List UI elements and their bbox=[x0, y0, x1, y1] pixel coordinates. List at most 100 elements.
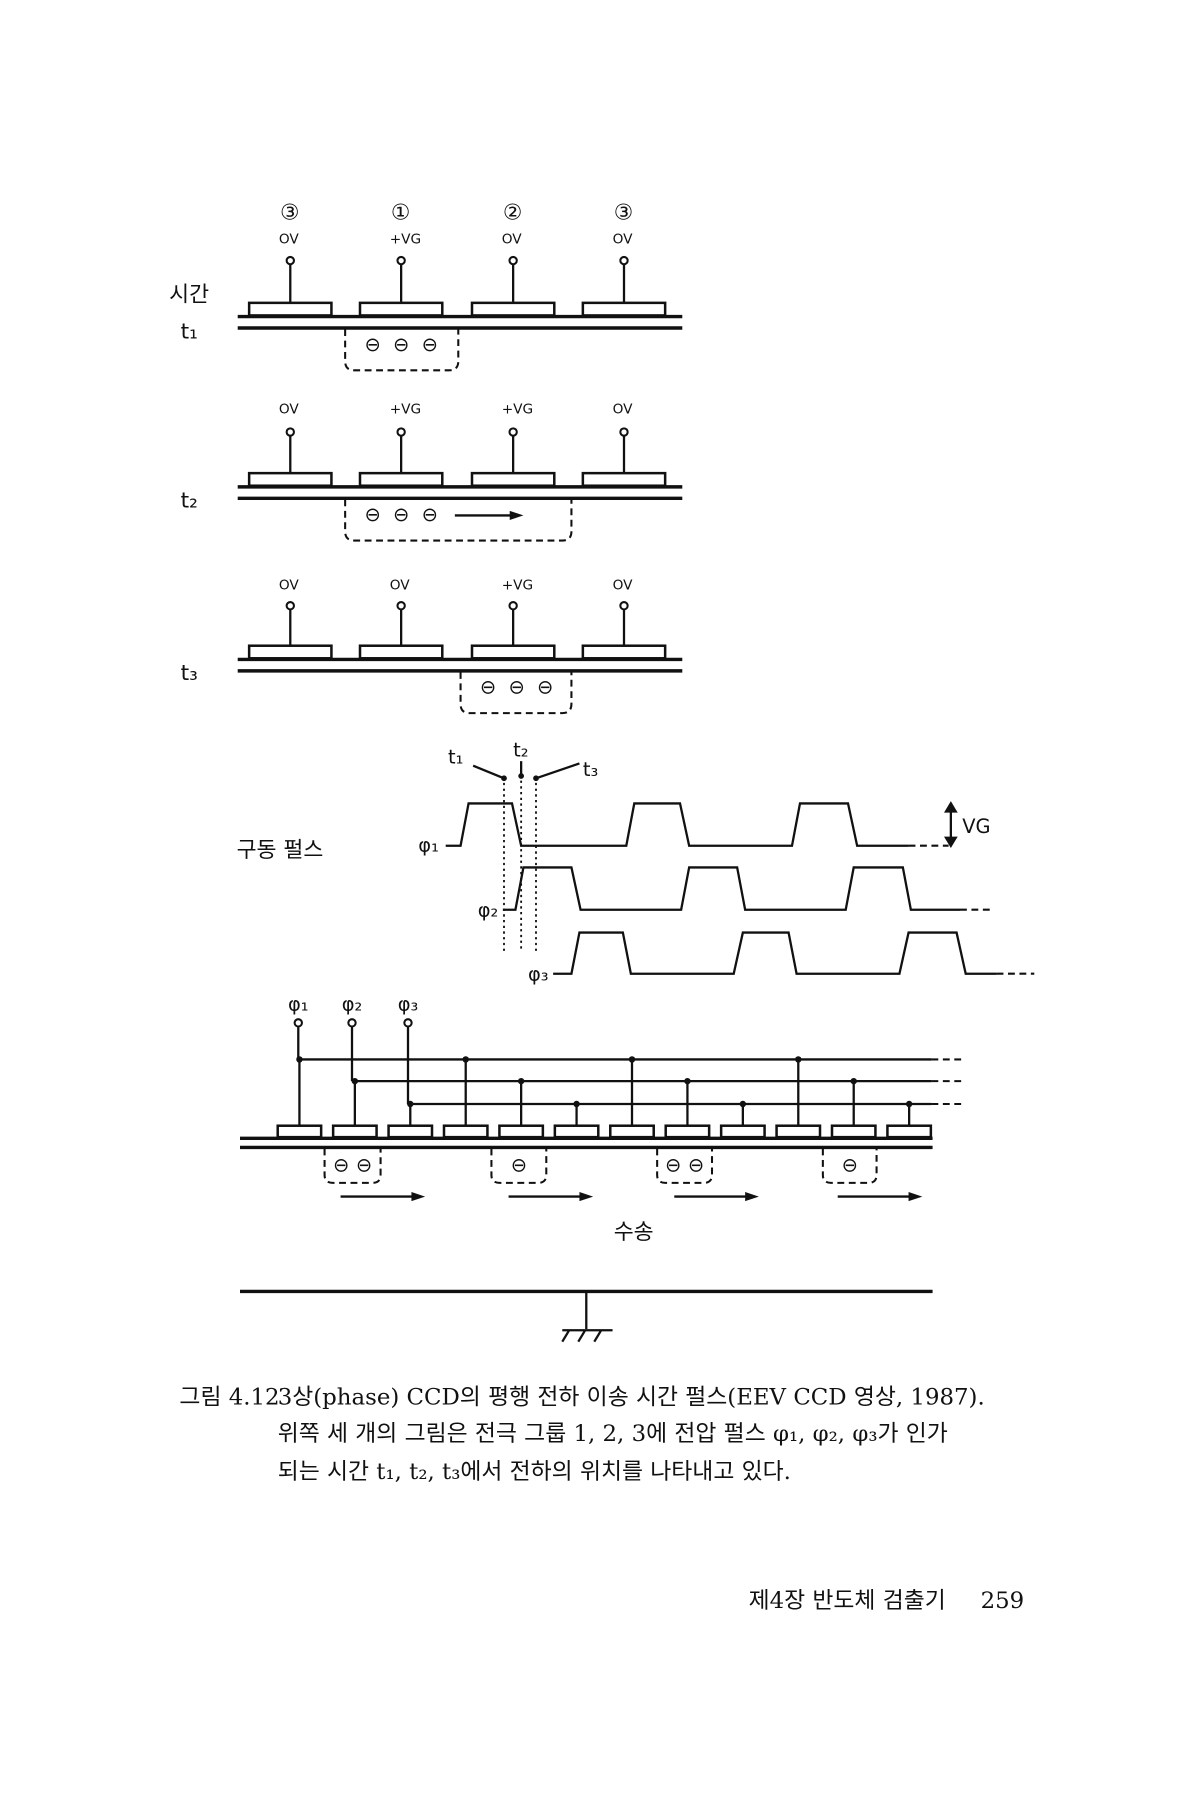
vg-label: VG bbox=[962, 815, 990, 838]
gate-electrode bbox=[276, 1124, 323, 1139]
arrowhead-icon bbox=[579, 1192, 594, 1202]
potential-well bbox=[821, 1148, 878, 1184]
terminal-pin-icon bbox=[508, 255, 518, 266]
terminal-pin-icon bbox=[619, 255, 629, 266]
caption-line-1: 3상(phase) CCD의 평행 전하 이송 시간 펄스(EEV CCD 영상… bbox=[278, 1385, 985, 1411]
potential-well bbox=[490, 1148, 548, 1184]
gate-electrode bbox=[442, 1124, 489, 1139]
electron-icon: ⊖ bbox=[333, 1153, 349, 1176]
terminal-pin-icon bbox=[396, 427, 406, 437]
phi3-waveform bbox=[553, 931, 997, 975]
electron-icon: ⊖ bbox=[665, 1153, 681, 1176]
terminal-pin-icon bbox=[285, 601, 295, 611]
electron-icon: ⊖ bbox=[480, 676, 496, 699]
terminal-pin-icon bbox=[619, 601, 629, 611]
gate-electrode bbox=[358, 644, 444, 660]
gate-electrode bbox=[358, 301, 444, 317]
gate-electrode bbox=[664, 1124, 711, 1139]
terminal-pin-icon bbox=[619, 427, 629, 437]
terminal-pin-icon bbox=[403, 1018, 413, 1028]
gate-electrode bbox=[581, 471, 667, 487]
gate-electrode bbox=[775, 1124, 822, 1139]
arrowhead-icon bbox=[411, 1192, 426, 1202]
electrode-group-label: ③ bbox=[280, 200, 299, 225]
gate-electrode bbox=[470, 301, 556, 317]
potential-well bbox=[344, 499, 573, 542]
gate-electrode bbox=[719, 1124, 766, 1139]
potential-well bbox=[323, 1148, 382, 1184]
terminal-pin-icon bbox=[508, 601, 518, 611]
gate-electrode bbox=[247, 301, 333, 317]
t2-pulse-label: t₂ bbox=[513, 739, 528, 762]
voltage-label: OV bbox=[613, 231, 634, 247]
electron-icon: ⊖ bbox=[688, 1153, 704, 1176]
junction-dot bbox=[462, 1056, 469, 1063]
junction-dot bbox=[407, 1100, 414, 1108]
electron-icon: ⊖ bbox=[393, 333, 409, 356]
transfer-label: 수송 bbox=[614, 1220, 654, 1245]
junction-dot bbox=[517, 1077, 525, 1085]
voltage-label: +VG bbox=[502, 578, 533, 594]
t1-leader bbox=[472, 764, 505, 780]
terminal-pin-icon bbox=[396, 601, 406, 611]
voltage-label: +VG bbox=[390, 231, 421, 247]
phi3-label: φ₃ bbox=[528, 963, 549, 986]
arrowhead-icon bbox=[509, 510, 524, 520]
potential-well bbox=[656, 1148, 714, 1184]
footer-page-number: 259 bbox=[981, 1588, 1025, 1614]
terminal-pin-icon bbox=[396, 255, 406, 266]
junction-dot bbox=[905, 1100, 913, 1108]
electron-icon: ⊖ bbox=[511, 1153, 527, 1176]
voltage-label: +VG bbox=[502, 402, 533, 418]
transfer-diagram: φ₁ φ₂ φ₃ 수송 ⊖⊖⊖⊖⊖⊖ bbox=[240, 992, 963, 1343]
gate-electrode bbox=[358, 471, 444, 487]
electron-icon: ⊖ bbox=[393, 503, 409, 526]
voltage-label: OV bbox=[390, 578, 411, 594]
potential-well bbox=[459, 672, 573, 715]
gate-electrode bbox=[581, 301, 667, 317]
voltage-label: OV bbox=[502, 231, 523, 247]
electron-icon: ⊖ bbox=[356, 1153, 372, 1176]
electron-icon: ⊖ bbox=[509, 676, 525, 699]
gate-electrode bbox=[470, 644, 556, 660]
t2-label: t₂ bbox=[181, 488, 198, 513]
t1-pulse-label: t₁ bbox=[448, 745, 463, 768]
junction-dot bbox=[739, 1100, 747, 1108]
arrowhead-icon bbox=[745, 1192, 759, 1202]
junction-dot bbox=[296, 1056, 303, 1063]
electron-icon: ⊖ bbox=[365, 503, 381, 526]
junction-dot bbox=[351, 1077, 359, 1085]
figure-caption: 그림 4.12 3상(phase) CCD의 평행 전하 이송 시간 펄스(EE… bbox=[179, 1385, 984, 1485]
drive-pulse-chart: 구동 펄스 φ₁ φ₂ φ₃ t₁ t₂ t₃ VG bbox=[237, 739, 1035, 986]
gate-electrode bbox=[609, 1124, 655, 1139]
junction-dot bbox=[628, 1056, 636, 1063]
gate-electrode bbox=[830, 1124, 877, 1139]
electrode-group-label: ① bbox=[391, 200, 410, 225]
gate-electrode bbox=[387, 1124, 434, 1139]
gate-electrode bbox=[331, 1124, 378, 1139]
gate-electrode bbox=[498, 1124, 545, 1139]
electron-icon: ⊖ bbox=[537, 676, 553, 699]
junction-dot bbox=[684, 1077, 691, 1085]
potential-well bbox=[344, 329, 460, 372]
caption-number: 그림 4.12 bbox=[179, 1385, 279, 1411]
drive-pulse-title: 구동 펄스 bbox=[237, 838, 324, 863]
voltage-label: OV bbox=[279, 231, 300, 247]
t3-label: t₃ bbox=[181, 661, 198, 686]
transfer-phi3-label: φ₃ bbox=[398, 992, 419, 1015]
vg-arrowheads bbox=[944, 801, 958, 848]
voltage-label: +VG bbox=[390, 402, 421, 418]
phi1-label: φ₁ bbox=[418, 833, 439, 856]
gate-electrode bbox=[247, 471, 333, 487]
voltage-label: OV bbox=[613, 578, 634, 594]
junction-dot bbox=[795, 1056, 802, 1063]
electron-icon: ⊖ bbox=[365, 333, 381, 356]
electron-icon: ⊖ bbox=[422, 333, 438, 356]
electron-icon: ⊖ bbox=[842, 1153, 858, 1176]
transfer-phi2-label: φ₂ bbox=[342, 992, 363, 1015]
